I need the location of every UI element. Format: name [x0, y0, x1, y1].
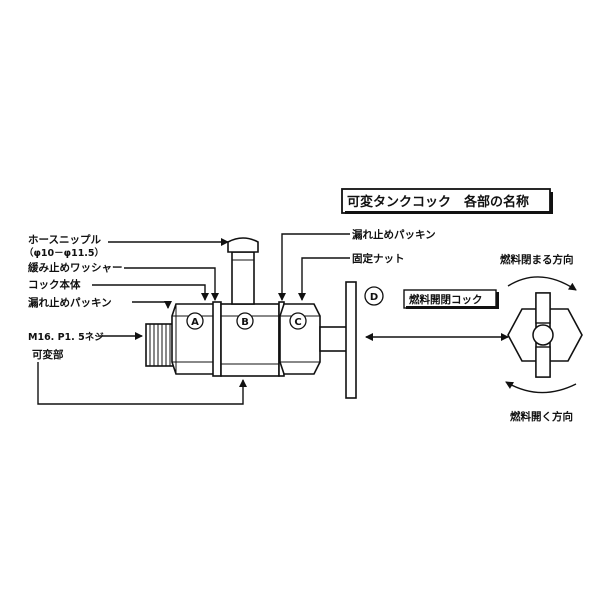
svg-text:B: B — [241, 317, 249, 328]
label-loosen-washer: 緩み止めワッシャー — [28, 261, 123, 274]
label-hose-nipple: ホースニップル — [28, 233, 101, 246]
open-direction-arrow — [505, 381, 577, 394]
side-view-hub — [532, 324, 554, 346]
label-leak-packing-right: 漏れ止めパッキン — [352, 228, 436, 241]
label-leak-packing-left: 漏れ止めパッキン — [28, 296, 112, 309]
leader-fixing-nut — [298, 257, 350, 301]
svg-text:C: C — [294, 317, 301, 328]
leader-leak-packing-right — [278, 233, 350, 301]
hose-nipple-part — [227, 237, 259, 305]
svg-text:A: A — [191, 317, 199, 328]
thread-end — [145, 323, 177, 367]
marker-d: D — [364, 286, 384, 306]
svg-text:D: D — [370, 292, 378, 303]
label-thread: M16. P1. 5ネジ — [28, 332, 104, 343]
marker-b: B — [236, 312, 254, 330]
leader-cock-body — [92, 284, 209, 301]
leader-leak-packing-left — [132, 301, 172, 309]
stem — [319, 326, 349, 352]
close-direction-arrow — [507, 276, 577, 291]
title-box: 可変タンクコック 各部の名称 — [341, 188, 553, 214]
washer — [212, 301, 222, 377]
label-hose-nipple-size: （φ10－φ11.5） — [24, 247, 104, 259]
label-fuel-close-dir: 燃料閉まる方向 — [500, 253, 574, 266]
marker-a: A — [186, 312, 204, 330]
side-view — [507, 292, 583, 378]
handle-lever — [345, 281, 357, 399]
leader-loosen-washer — [124, 267, 219, 301]
label-fixing-nut: 固定ナット — [352, 252, 405, 265]
label-fuel-cock: 燃料開閉コック — [409, 293, 483, 306]
fuel-cock-label-box: 燃料開閉コック — [403, 289, 499, 309]
label-fuel-open-dir: 燃料開く方向 — [510, 410, 573, 423]
leader-variable-part — [37, 362, 247, 405]
marker-c: C — [289, 312, 307, 330]
diagram-title: 可変タンクコック 各部の名称 — [347, 194, 529, 210]
label-cock-body: コック本体 — [28, 278, 81, 291]
label-variable-part: 可変部 — [32, 348, 64, 361]
